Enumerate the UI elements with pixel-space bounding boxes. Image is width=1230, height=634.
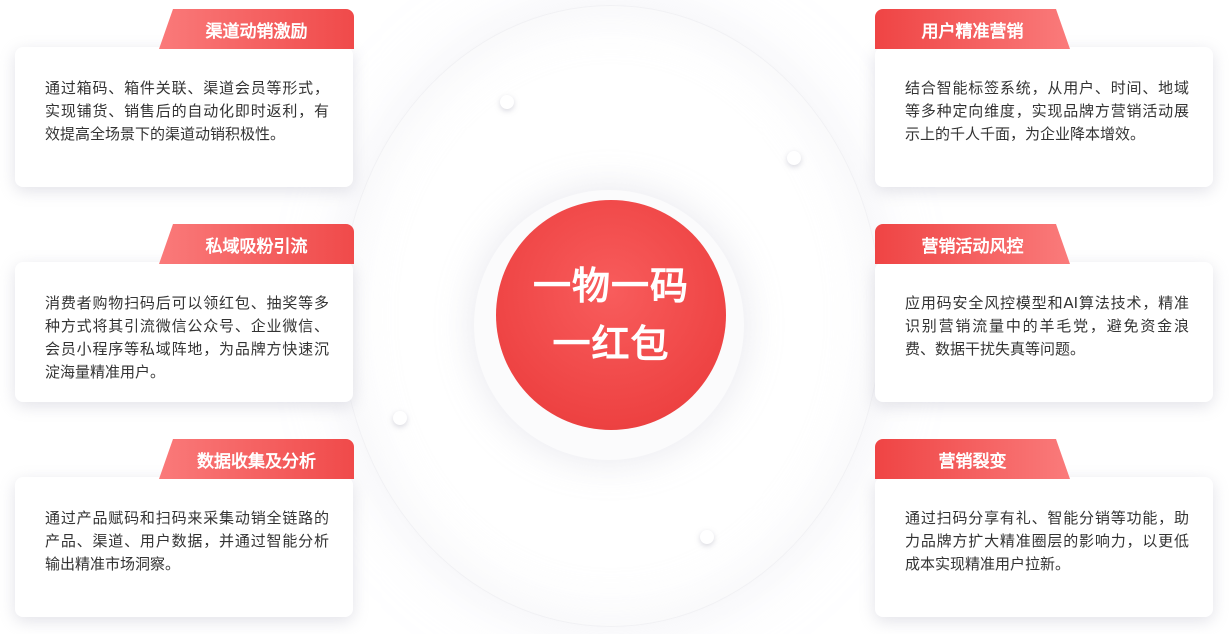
feature-card-channel-incentive: 通过箱码、箱件关联、渠道会员等形式，实现铺货、销售后的自动化即时返利，有效提高全… bbox=[15, 47, 353, 187]
center-title-line1: 一物一码 bbox=[532, 264, 689, 308]
feature-card-title-tab: 营销裂变 bbox=[875, 439, 1070, 479]
feature-card-title-tab: 用户精准营销 bbox=[875, 9, 1070, 49]
feature-card-title-tab: 营销活动风控 bbox=[875, 224, 1070, 264]
decorative-dot bbox=[393, 411, 407, 425]
feature-card-text: 通过扫码分享有礼、智能分销等功能，助力品牌方扩大精准圈层的影响力，以更低成本实现… bbox=[905, 509, 1189, 573]
decorative-dot bbox=[500, 95, 514, 109]
feature-card-text: 结合智能标签系统，从用户、时间、地域等多种定向维度，实现品牌方营销活动展示上的千… bbox=[905, 79, 1189, 143]
feature-card-risk-control: 应用码安全风控模型和AI算法技术，精准识别营销流量中的羊毛党，避免资金浪费、数据… bbox=[875, 262, 1213, 402]
center-badge: 一物一码 一红包 bbox=[496, 200, 726, 430]
feature-card-text: 通过箱码、箱件关联、渠道会员等形式，实现铺货、销售后的自动化即时返利，有效提高全… bbox=[45, 79, 329, 143]
center-title-line2: 一红包 bbox=[552, 322, 670, 366]
feature-card-precision-marketing: 结合智能标签系统，从用户、时间、地域等多种定向维度，实现品牌方营销活动展示上的千… bbox=[875, 47, 1213, 187]
feature-card-viral-marketing: 通过扫码分享有礼、智能分销等功能，助力品牌方扩大精准圈层的影响力，以更低成本实现… bbox=[875, 477, 1213, 617]
feature-card-text: 应用码安全风控模型和AI算法技术，精准识别营销流量中的羊毛党，避免资金浪费、数据… bbox=[905, 294, 1189, 358]
feature-card-text: 消费者购物扫码后可以领红包、抽奖等多种方式将其引流微信公众号、企业微信、会员小程… bbox=[45, 294, 329, 381]
feature-card-private-traffic: 消费者购物扫码后可以领红包、抽奖等多种方式将其引流微信公众号、企业微信、会员小程… bbox=[15, 262, 353, 402]
feature-card-text: 通过产品赋码和扫码来采集动销全链路的产品、渠道、用户数据，并通过智能分析输出精准… bbox=[45, 509, 329, 573]
feature-card-title-tab: 私域吸粉引流 bbox=[159, 224, 354, 264]
feature-card-title-tab: 数据收集及分析 bbox=[159, 439, 354, 479]
feature-card-data-analysis: 通过产品赋码和扫码来采集动销全链路的产品、渠道、用户数据，并通过智能分析输出精准… bbox=[15, 477, 353, 617]
decorative-dot bbox=[787, 151, 801, 165]
feature-card-title-tab: 渠道动销激励 bbox=[159, 9, 354, 49]
decorative-dot bbox=[700, 530, 714, 544]
